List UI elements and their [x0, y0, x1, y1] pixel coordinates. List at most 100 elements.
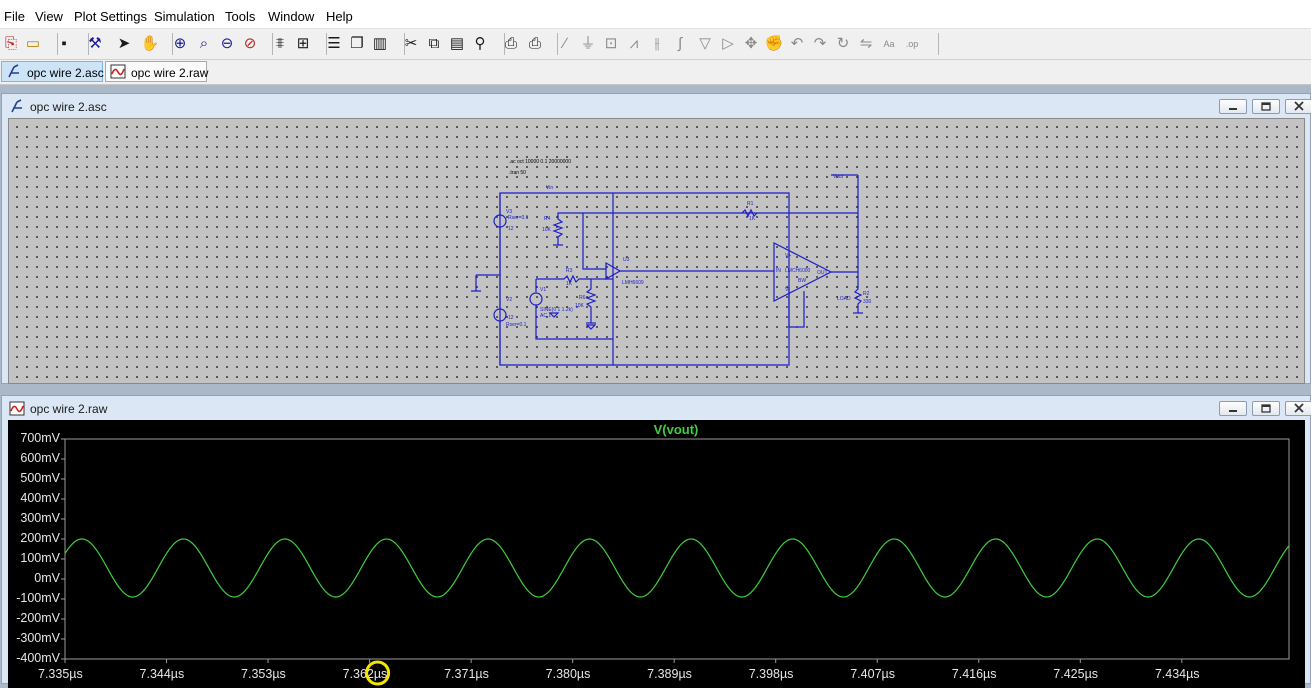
run-icon[interactable]: ➤ [117, 35, 131, 52]
close-button[interactable] [1285, 401, 1311, 416]
open-schematic-icon[interactable]: ⎘ [4, 35, 17, 52]
restore-icon [1261, 404, 1271, 413]
waveform-window-title: opc wire 2.raw [30, 402, 108, 416]
open-file-icon[interactable]: ▭ [25, 35, 41, 52]
print-icon[interactable]: ⎙ [528, 35, 541, 52]
mirror-icon[interactable]: ⇋ [859, 35, 873, 52]
resistor-icon[interactable]: ⩘ [629, 35, 639, 52]
tile-horizontal-icon[interactable]: ☰ [327, 35, 341, 52]
minimize-button[interactable] [1219, 401, 1247, 416]
svg-text:R3: R3 [566, 268, 573, 274]
drag-icon[interactable]: ✊ [764, 35, 784, 52]
autorange-icon[interactable]: ⩨ [275, 35, 285, 52]
svg-text:V2: V2 [506, 297, 512, 303]
svg-text:U3: U3 [623, 257, 630, 263]
schematic-canvas[interactable]: .ac oct 10000 0.1 20000000 .tran 50 V3 R… [8, 118, 1305, 384]
move-icon[interactable]: ✥ [744, 35, 758, 52]
spice-directive-icon[interactable]: .op [905, 39, 919, 49]
menu-view[interactable]: View [35, 9, 63, 24]
zoom-out-icon[interactable]: ⊖ [220, 35, 234, 52]
plot-svg: V(vout) [61, 422, 1290, 686]
restore-button[interactable] [1252, 401, 1280, 416]
copy-icon[interactable]: ⧉ [428, 35, 440, 52]
svg-text:R6: R6 [579, 295, 586, 301]
svg-text:Vin: Vin [546, 185, 553, 191]
y-tick-label: -400mV [16, 651, 60, 665]
x-tick-label: 7.380µs [545, 667, 591, 681]
x-tick-label: 7.371µs [444, 667, 489, 681]
svg-text:10K: 10K [542, 227, 552, 233]
toolbar-separator [326, 33, 327, 55]
trace-name-label[interactable]: V(vout) [654, 422, 699, 437]
y-tick-label: 100mV [20, 551, 60, 565]
close-icon [1294, 403, 1304, 413]
x-tick-label: 7.362µs [342, 667, 388, 681]
highlight-circle [365, 660, 391, 686]
tab-schematic-label: opc wire 2.asc [27, 66, 104, 80]
cascade-icon[interactable]: ❐ [350, 35, 364, 52]
tab-schematic[interactable]: opc wire 2.asc [1, 61, 104, 82]
spice-directive-tran: .tran 50 [509, 170, 526, 176]
waveform-icon [110, 64, 126, 79]
minimize-icon [1229, 410, 1237, 412]
svg-text:R4: R4 [544, 216, 551, 222]
svg-text:V3: V3 [506, 209, 512, 215]
y-tick-label: -100mV [16, 591, 60, 605]
rotate-icon[interactable]: ↻ [836, 35, 850, 52]
cut-icon[interactable]: ✂ [404, 35, 418, 52]
x-tick-label: 7.434µs [1154, 667, 1200, 681]
diode-icon[interactable]: ▽ [699, 35, 711, 52]
menu-window[interactable]: Window [268, 9, 315, 24]
zoom-cancel-icon[interactable]: ⊘ [243, 35, 257, 52]
svg-text:12: 12 [508, 315, 514, 321]
find-icon[interactable]: ⚲ [474, 35, 486, 52]
text-icon[interactable]: Aa [883, 39, 895, 49]
pan-hand-icon[interactable]: ✋ [140, 35, 160, 52]
y-tick-label: -200mV [16, 611, 60, 625]
svg-text:Rser=0.1: Rser=0.1 [506, 322, 527, 328]
ground-icon[interactable]: ⏚ [580, 35, 596, 52]
menu-simulation[interactable]: Simulation [154, 9, 215, 24]
zoom-area-icon[interactable]: ⌕ [199, 35, 209, 52]
document-tab-bar: opc wire 2.asc opc wire 2.raw [0, 60, 1311, 85]
x-tick-label: 7.398µs [748, 667, 794, 681]
paste-icon[interactable]: ▤ [449, 35, 465, 52]
print-setup-icon[interactable]: ⎙ [504, 35, 517, 52]
undo-icon[interactable]: ↶ [790, 35, 804, 52]
control-panel-icon[interactable]: ⚒ [88, 35, 102, 52]
zoom-in-icon[interactable]: ⊕ [173, 35, 187, 52]
toolbar: ⎘ ▭ ▪ ⚒ ➤ ✋ ⊕ ⌕ ⊖ ⊘ ⩨ ⊞ ☰ ❐ ▥ ✂ ⧉ ▤ ⚲ ⎙ ⎙ ∕ ⏚ ⊡ ⩘ ⫲ ∫ ▽ ▷ ✥ ✊ ↶ ↷ ↻ ⇋ Aa .op [0, 29, 1311, 60]
svg-text:1K: 1K [749, 216, 756, 222]
schematic-icon [8, 64, 19, 78]
save-icon[interactable]: ▪ [61, 35, 67, 52]
schematic-circuit: .ac oct 10000 0.1 20000000 .tran 50 V3 R… [471, 159, 872, 366]
waveform-icon [9, 401, 25, 416]
capacitor-icon[interactable]: ⫲ [654, 35, 660, 52]
label-net-icon[interactable]: ⊡ [604, 35, 618, 52]
wire-icon[interactable]: ∕ [563, 35, 567, 52]
spice-directive-ac: .ac oct 10000 0.1 20000000 [509, 159, 571, 165]
menu-file[interactable]: File [4, 9, 25, 24]
x-tick-label: 7.353µs [241, 667, 286, 681]
restore-button[interactable] [1252, 99, 1280, 114]
inductor-icon[interactable]: ∫ [677, 35, 683, 52]
component-icon[interactable]: ▷ [722, 35, 734, 52]
svg-text:IN: IN [776, 268, 781, 274]
menu-tools[interactable]: Tools [225, 9, 256, 24]
close-button[interactable] [1285, 99, 1311, 114]
menu-help[interactable]: Help [326, 9, 353, 24]
x-tick-label: 7.344µs [139, 667, 185, 681]
minimize-button[interactable] [1219, 99, 1247, 114]
tab-waveform[interactable]: opc wire 2.raw [105, 61, 208, 82]
toolbar-separator [57, 33, 58, 55]
tile-vertical-icon[interactable]: ▥ [372, 35, 388, 52]
toolbar-separator [404, 33, 405, 55]
svg-text:V-: V- [785, 287, 790, 293]
trace-vout[interactable] [64, 538, 1290, 598]
split-plot-icon[interactable]: ⊞ [296, 35, 310, 52]
menu-plot-settings[interactable]: Plot Settings [74, 9, 147, 24]
svg-text:V+: V+ [785, 253, 791, 259]
redo-icon[interactable]: ↷ [813, 35, 827, 52]
